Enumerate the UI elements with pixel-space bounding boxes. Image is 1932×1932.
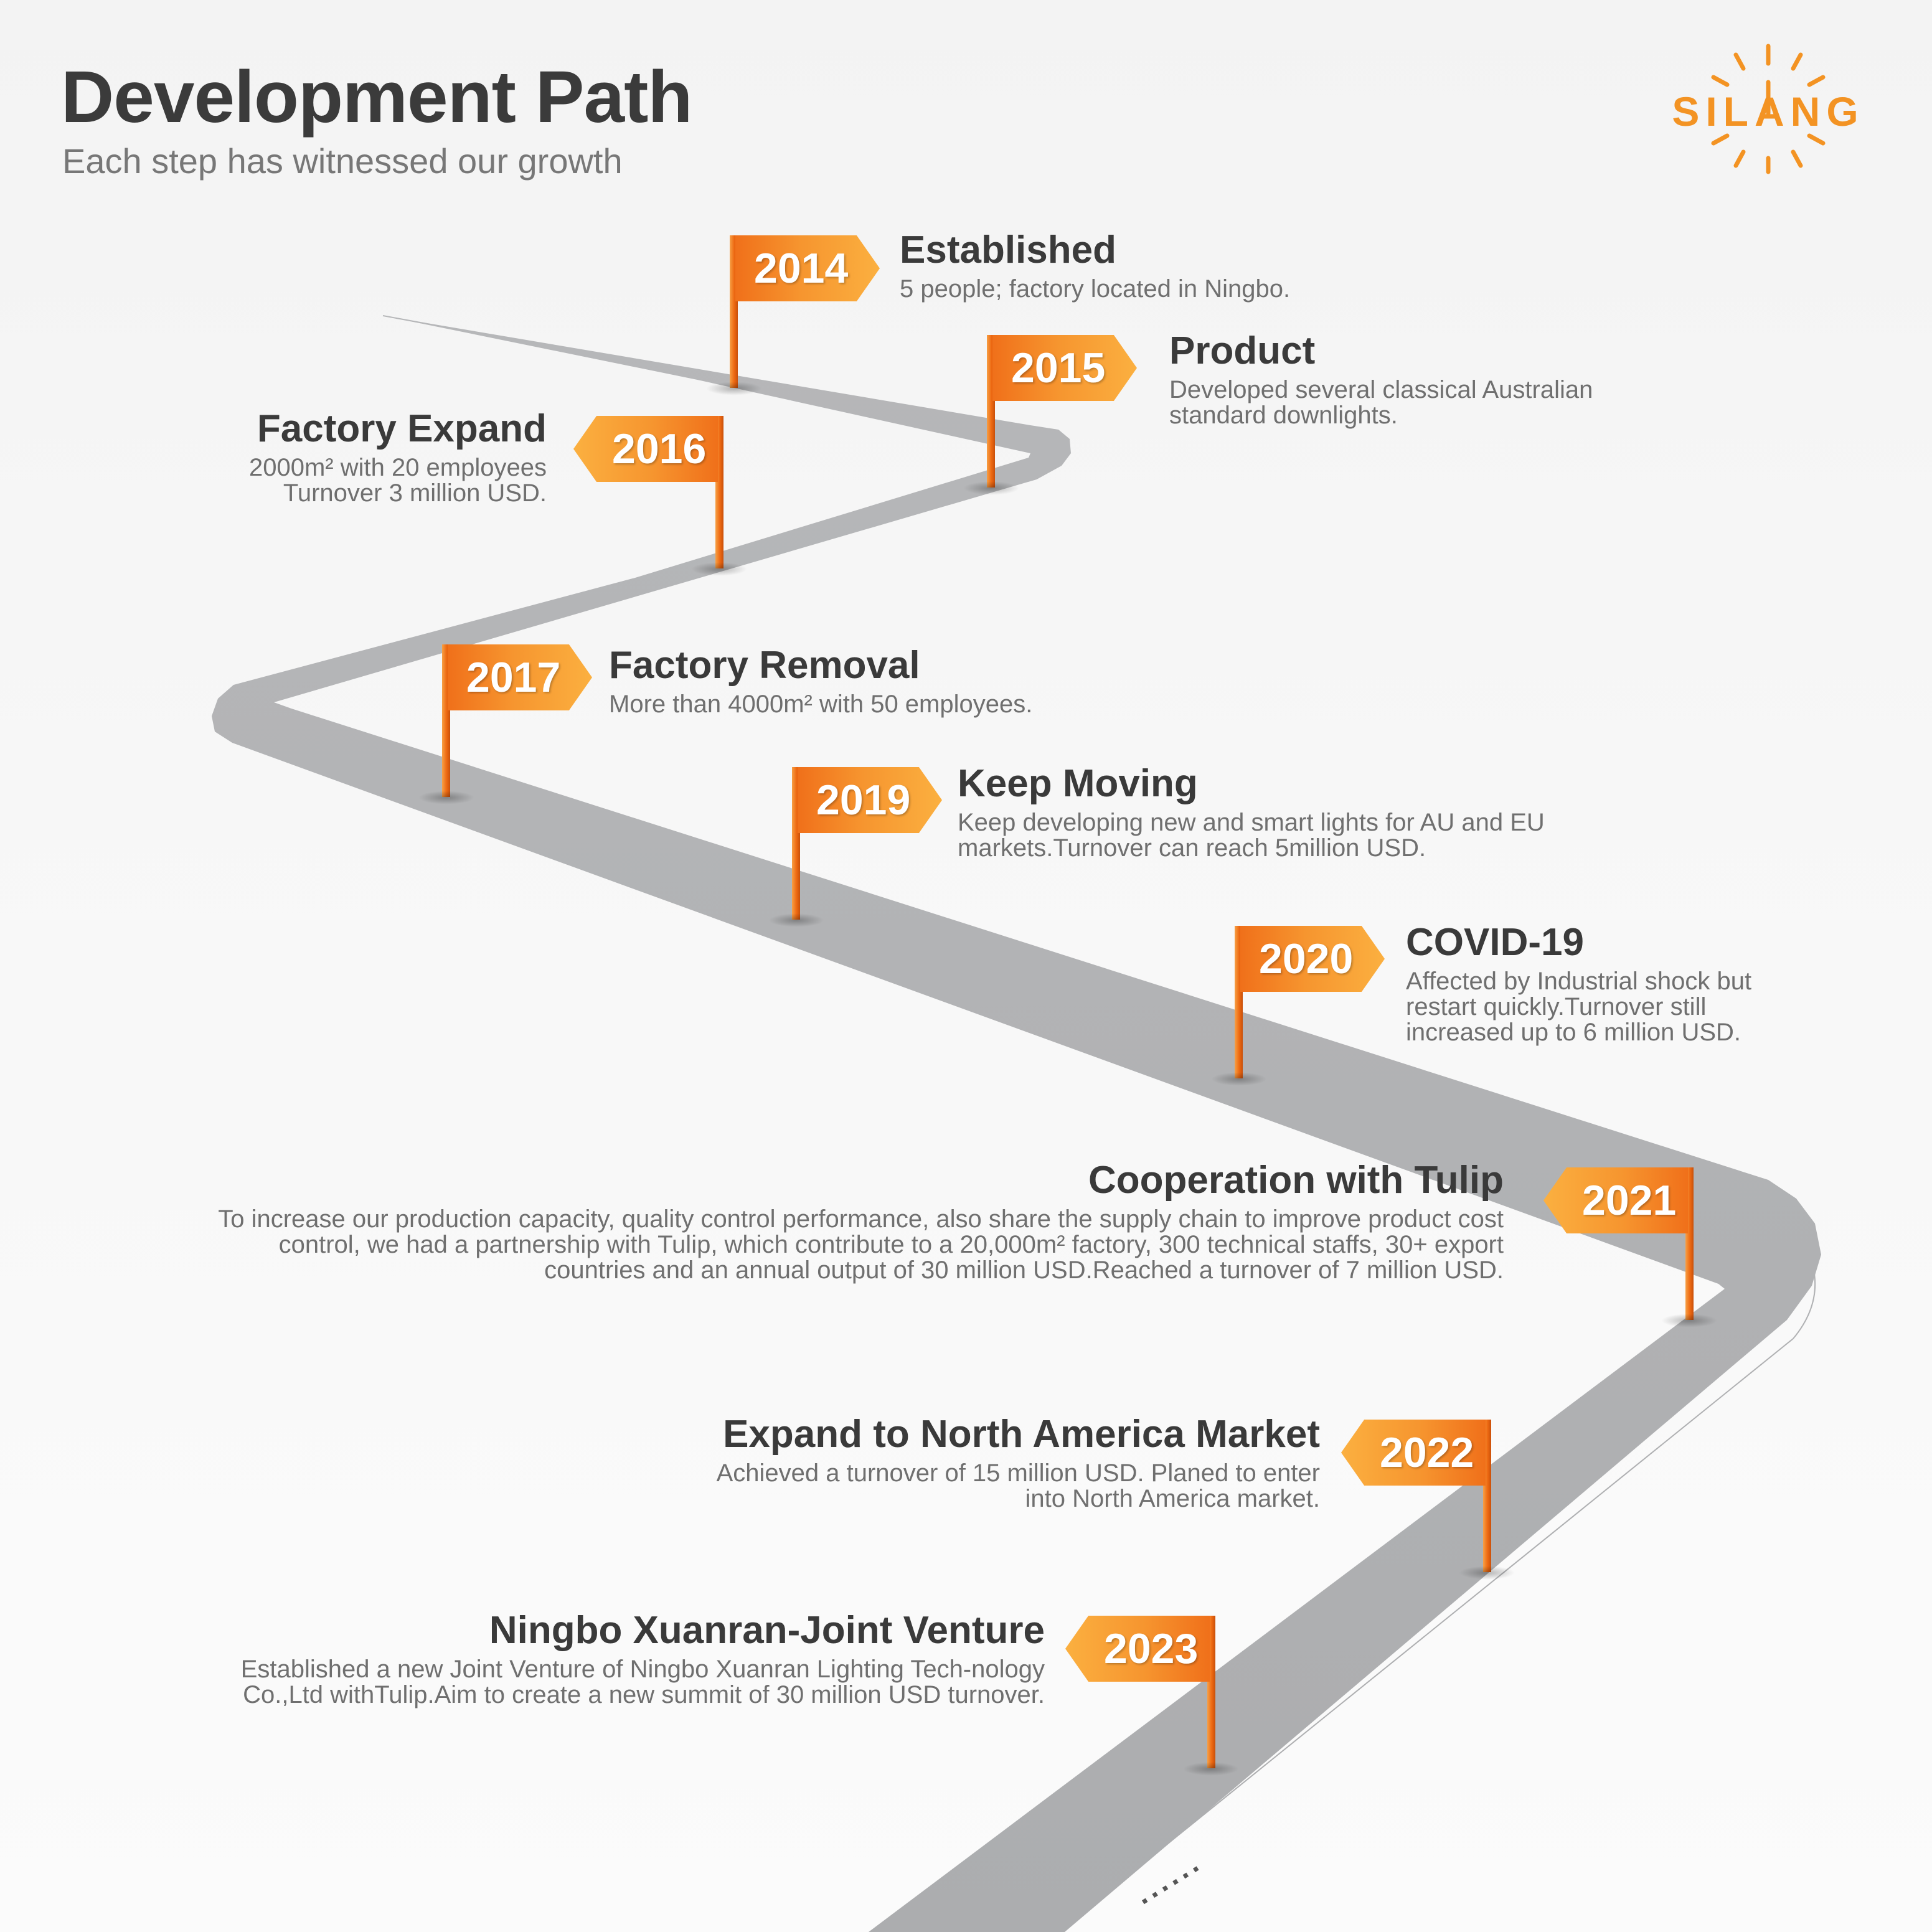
- flag-2015: 2015: [963, 335, 1137, 495]
- year-banner: 2015: [992, 335, 1137, 401]
- milestone-2023-text: Ningbo Xuanran-Joint Venture Established…: [237, 1609, 1045, 1708]
- milestone-title: Product: [1169, 329, 1316, 372]
- milestone-2014-text: Established 5 people; factory located in…: [900, 229, 1460, 302]
- year-banner: 2016: [573, 416, 718, 482]
- page-subtitle: Each step has witnessed our growth: [62, 141, 623, 181]
- milestone-description: More than 4000m² with 50 employees.: [609, 690, 1033, 719]
- year-banner: 2021: [1543, 1167, 1688, 1233]
- milestone-2021-text: Cooperation with Tulip To increase our p…: [187, 1159, 1504, 1283]
- brand-logo: SILANG: [1644, 39, 1893, 179]
- flag-2022: 2022: [1341, 1420, 1515, 1580]
- flag-2020: 2020: [1211, 926, 1385, 1086]
- milestone-2020-text: COVID-19 Affected by Industrial shock bu…: [1406, 921, 1792, 1045]
- flag-2019: 2019: [768, 767, 942, 927]
- milestone-description: Achieved a turnover of 15 million USD. P…: [716, 1459, 1320, 1512]
- milestone-2016-text: Factory Expand 2000m² with 20 employees …: [205, 407, 547, 507]
- sun-clock-logo-icon: SILANG: [1672, 44, 1864, 174]
- year-label: 2015: [1011, 344, 1106, 392]
- milestone-2015-text: Product Developed several classical Aust…: [1169, 329, 1680, 429]
- milestone-description: 2000m² with 20 employees Turnover 3 mill…: [248, 454, 547, 507]
- year-banner: 2019: [798, 767, 942, 833]
- milestone-description: 5 people; factory located in Ningbo.: [900, 275, 1291, 303]
- flag-shadow: [691, 562, 747, 576]
- milestone-title: Factory Expand: [257, 407, 547, 450]
- year-banner: 2023: [1065, 1616, 1210, 1682]
- milestone-title: COVID-19: [1406, 921, 1584, 964]
- milestone-title: Keep Moving: [958, 762, 1198, 805]
- milestone-title: Factory Removal: [609, 644, 920, 687]
- milestone-2022-text: Expand to North America Market Achieved …: [685, 1413, 1320, 1512]
- milestone-title: Established: [900, 229, 1116, 271]
- year-banner: 2020: [1240, 926, 1385, 992]
- milestone-title: Expand to North America Market: [723, 1413, 1320, 1456]
- year-label: 2021: [1582, 1177, 1677, 1224]
- flag-shadow: [1183, 1762, 1239, 1776]
- milestone-2017-text: Factory Removal More than 4000m² with 50…: [609, 644, 1169, 717]
- flag-shadow: [418, 791, 474, 804]
- milestone-title: Cooperation with Tulip: [1088, 1159, 1504, 1202]
- page-title: Development Path: [61, 56, 692, 138]
- milestone-title: Ningbo Xuanran-Joint Venture: [489, 1609, 1045, 1652]
- flag-2021: 2021: [1543, 1167, 1717, 1327]
- milestone-description: Affected by Industrial shock but restart…: [1406, 968, 1752, 1046]
- milestone-description: To increase our production capacity, qua…: [218, 1205, 1504, 1284]
- year-label: 2023: [1104, 1625, 1199, 1672]
- flag-2023: 2023: [1065, 1616, 1239, 1776]
- year-label: 2019: [816, 776, 911, 824]
- flag-shadow: [768, 913, 824, 927]
- year-banner: 2022: [1341, 1420, 1486, 1486]
- flag-shadow: [706, 382, 762, 395]
- flag-shadow: [1661, 1314, 1717, 1327]
- year-banner: 2017: [448, 644, 592, 710]
- flag-2016: 2016: [573, 416, 747, 576]
- flag-shadow: [963, 481, 1019, 495]
- year-label: 2014: [754, 245, 849, 292]
- milestone-2019-text: Keep Moving Keep developing new and smar…: [958, 762, 1555, 862]
- flag-shadow: [1459, 1566, 1515, 1580]
- milestone-description: Keep developing new and smart lights for…: [958, 809, 1545, 862]
- road-surface: [212, 316, 1821, 1932]
- year-label: 2022: [1380, 1429, 1474, 1476]
- year-banner: 2014: [735, 235, 880, 301]
- milestone-description: Established a new Joint Venture of Ningb…: [240, 1656, 1045, 1708]
- flag-2017: 2017: [418, 644, 592, 804]
- flag-2014: 2014: [706, 235, 880, 395]
- year-label: 2017: [466, 654, 561, 701]
- year-label: 2020: [1259, 935, 1354, 982]
- milestone-description: Developed several classical Australian s…: [1169, 376, 1593, 429]
- brand-name: SILANG: [1672, 88, 1864, 134]
- year-label: 2016: [612, 425, 707, 473]
- flag-shadow: [1211, 1072, 1267, 1086]
